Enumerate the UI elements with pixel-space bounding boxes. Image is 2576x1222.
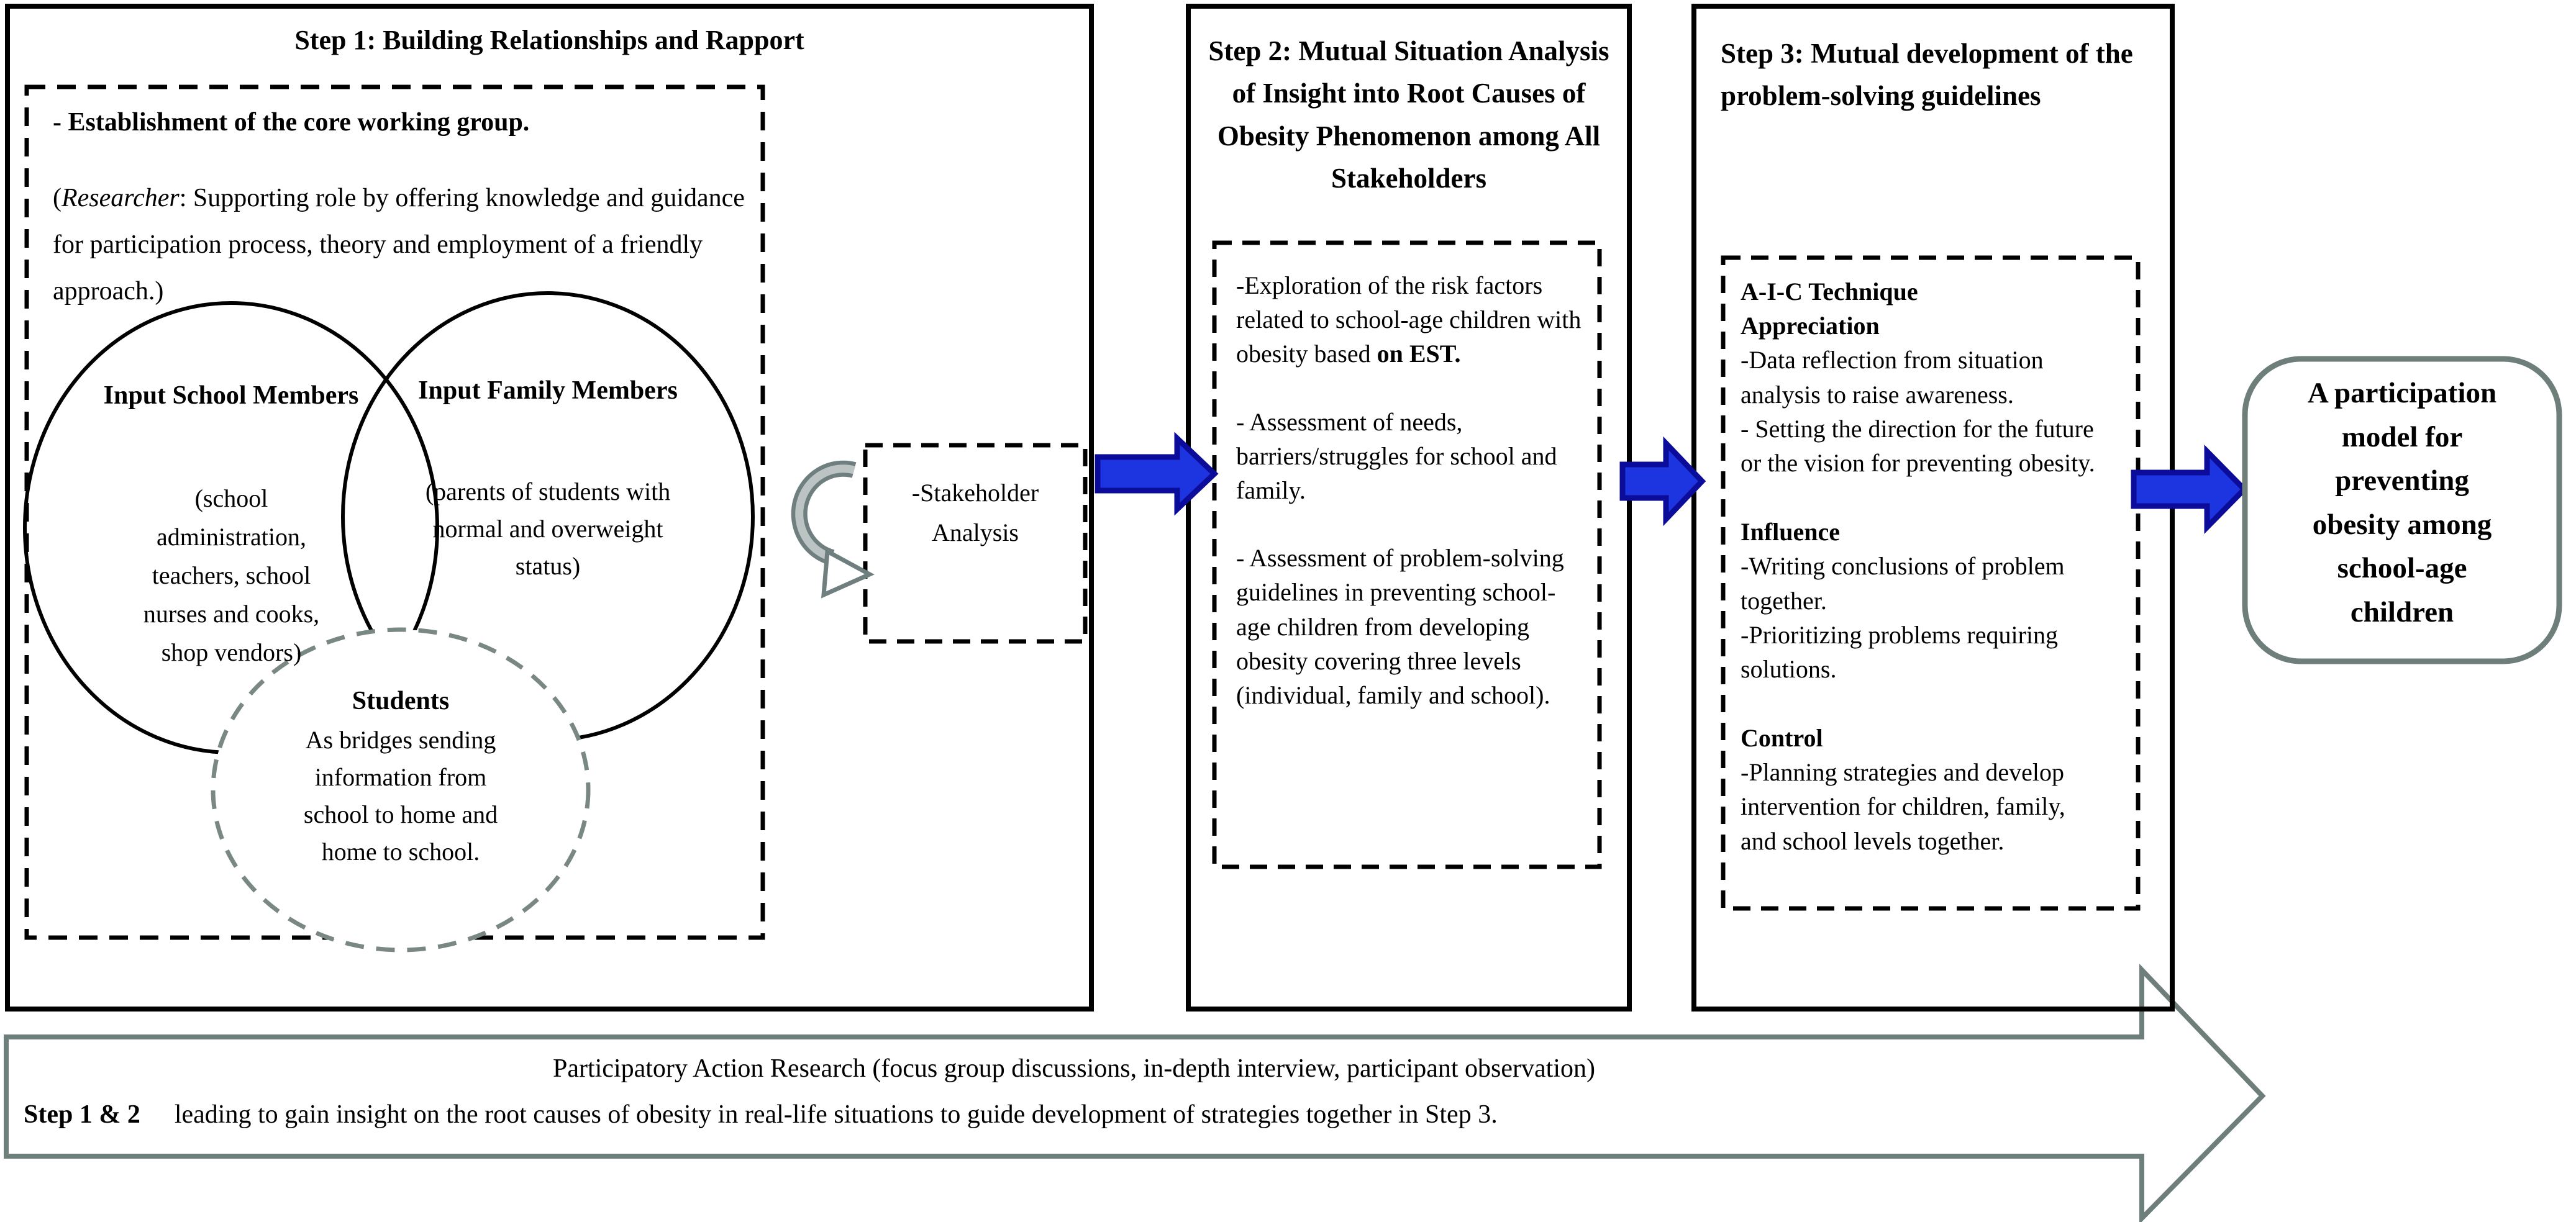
step2-bullet-needs: - Assessment of needs, barriers/struggle…: [1236, 407, 1557, 504]
school-members-detail: (school administration, teachers, school…: [143, 484, 320, 666]
school-members-label: Input School Members: [103, 381, 359, 410]
step3-control-item: and school levels together.: [1741, 826, 2005, 855]
step3-inner-dashed-box: [1721, 255, 2141, 911]
flow-arrow-step2-to-step3: [1619, 436, 1706, 527]
students-dashed-ellipse: [211, 627, 591, 953]
step3-control-item: -Planning strategies and develop interve…: [1741, 758, 2065, 821]
flow-arrow-step1-to-step2: [1095, 432, 1219, 516]
flow-arrow-step3-to-outcome: [2131, 445, 2249, 534]
researcher-paren: (: [53, 184, 61, 212]
step3-influence-item: -Prioritizing problems requiring solutio…: [1741, 620, 2059, 683]
students-label: Students: [352, 687, 450, 715]
step1-title: Step 1: Building Relationships and Rappo…: [294, 25, 804, 55]
step2-title: Step 2: Mutual Situation Analysis of Ins…: [1208, 35, 1609, 194]
step3-content: A-I-C Technique Appreciation -Data refle…: [1741, 274, 2113, 858]
step3-control-heading: Control: [1741, 724, 1823, 753]
step3-influence-heading: Influence: [1741, 518, 1840, 546]
banner-arrow: [4, 964, 2266, 1222]
step2-box: [1186, 4, 1632, 1012]
banner-line1: Participatory Action Research (focus gro…: [552, 1054, 1595, 1083]
banner-step-label: Step 1 & 2: [24, 1100, 140, 1129]
outcome-rounded-box: [2242, 356, 2562, 664]
banner-line2: Step 1 & 2 leading to gain insight on the…: [24, 1097, 2123, 1134]
step2-bullet-exploration: -Exploration of the risk factors related…: [1236, 268, 1584, 371]
step1-researcher-text: (Researcher: Supporting role by offering…: [53, 175, 749, 314]
researcher-rest: : Supporting role by offering knowledge …: [53, 184, 745, 306]
step3-influence-item: -Writing conclusions of problem together…: [1741, 552, 2065, 615]
step1-box: [5, 4, 1094, 1012]
step2-bullet1-bold-text: on EST.: [1377, 340, 1461, 368]
students-detail: As bridges sending information from scho…: [303, 726, 498, 866]
banner-line2-text: leading to gain insight on the root caus…: [174, 1100, 1498, 1129]
family-members-label: Input Family Members: [418, 376, 678, 405]
step3-appreciation-heading: Appreciation: [1741, 312, 1880, 340]
step2-bullet-guidelines: - Assessment of problem-solving guidelin…: [1236, 544, 1564, 709]
step2-content: -Exploration of the risk factors related…: [1236, 268, 1584, 712]
step2-inner-dashed-box: [1212, 240, 1602, 869]
step3-title: Step 3: Mutual development of the proble…: [1721, 38, 2133, 112]
step3-appreciation-item: -Data reflection from situation analysis…: [1741, 346, 2044, 409]
step1-establishment-text: - Establishment of the core working grou…: [53, 108, 530, 137]
loop-arrow-icon-highlight: [795, 464, 855, 562]
step3-aic-heading: A-I-C Technique: [1741, 278, 1918, 306]
stakeholder-analysis-label: -Stakeholder Analysis: [911, 479, 1039, 546]
loop-arrowhead-icon: [821, 548, 875, 599]
outcome-label: A participation model for preventing obe…: [2307, 377, 2497, 628]
family-members-detail: (parents of students with normal and ove…: [425, 477, 671, 580]
researcher-word: Researcher: [61, 184, 180, 212]
step2-bullet1-text: -Exploration of the risk factors related…: [1236, 271, 1582, 368]
step3-appreciation-item: - Setting the direction for the future o…: [1741, 414, 2095, 477]
stakeholder-dashed-box: [863, 443, 1088, 644]
